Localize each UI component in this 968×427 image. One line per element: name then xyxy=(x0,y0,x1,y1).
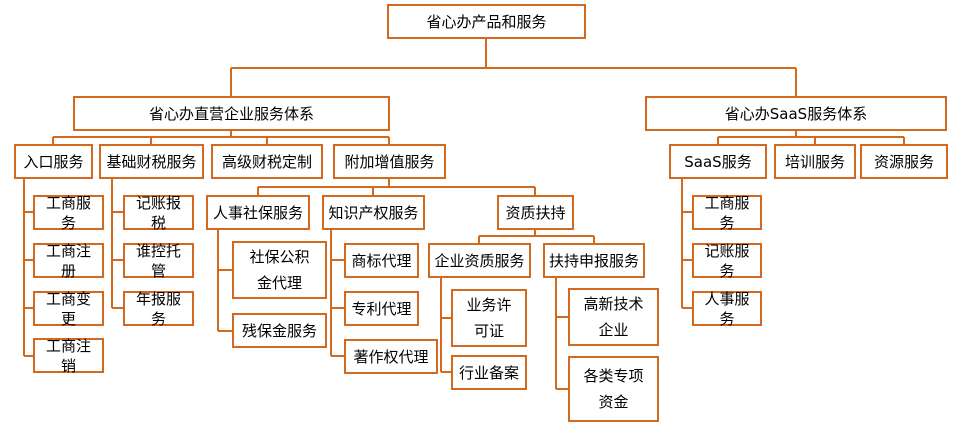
support-application-node: 扶持申报服务 xyxy=(543,243,645,278)
resource-service-node: 资源服务 xyxy=(860,144,948,179)
ip-item: 著作权代理 xyxy=(344,339,438,374)
saas-system-node: 省心办SaaS服务体系 xyxy=(645,96,947,131)
ip-service-node: 知识产权服务 xyxy=(322,195,425,230)
root-node: 省心办产品和服务 xyxy=(387,4,586,39)
entry-item: 工商服务 xyxy=(33,194,104,232)
entry-service-node: 入口服务 xyxy=(14,144,93,179)
enterprise-qualification-node: 企业资质服务 xyxy=(428,243,531,278)
saas-service-node: SaaS服务 xyxy=(669,144,767,179)
qualification-node: 资质扶持 xyxy=(497,195,574,230)
ip-item: 商标代理 xyxy=(344,243,419,278)
finance-item: 谁控托管 xyxy=(123,242,194,280)
entry-item: 工商变更 xyxy=(33,290,104,328)
finance-tax-node: 基础财税服务 xyxy=(99,144,204,179)
finance-item: 年报服务 xyxy=(123,290,194,328)
hr-item: 残保金服务 xyxy=(232,313,327,348)
support-item: 高新技术企业 xyxy=(568,288,659,346)
saas-item: 人事服务 xyxy=(692,290,762,328)
hr-item: 社保公积金代理 xyxy=(232,241,327,299)
enterprise-item: 业务许可证 xyxy=(451,289,527,347)
saas-item: 工商服务 xyxy=(692,194,762,232)
hr-service-node: 人事社保服务 xyxy=(206,195,310,230)
entry-item: 工商注销 xyxy=(33,337,104,375)
advanced-tax-node: 高级财税定制 xyxy=(211,144,323,179)
enterprise-item: 行业备案 xyxy=(451,355,527,390)
training-service-node: 培训服务 xyxy=(774,144,856,179)
support-item: 各类专项资金 xyxy=(568,356,659,422)
entry-item: 工商注册 xyxy=(33,242,104,280)
saas-item: 记账服务 xyxy=(692,242,762,280)
direct-system-node: 省心办直营企业服务体系 xyxy=(73,96,390,131)
finance-item: 记账报税 xyxy=(123,194,194,232)
ip-item: 专利代理 xyxy=(344,291,419,326)
value-added-node: 附加增值服务 xyxy=(333,144,446,179)
